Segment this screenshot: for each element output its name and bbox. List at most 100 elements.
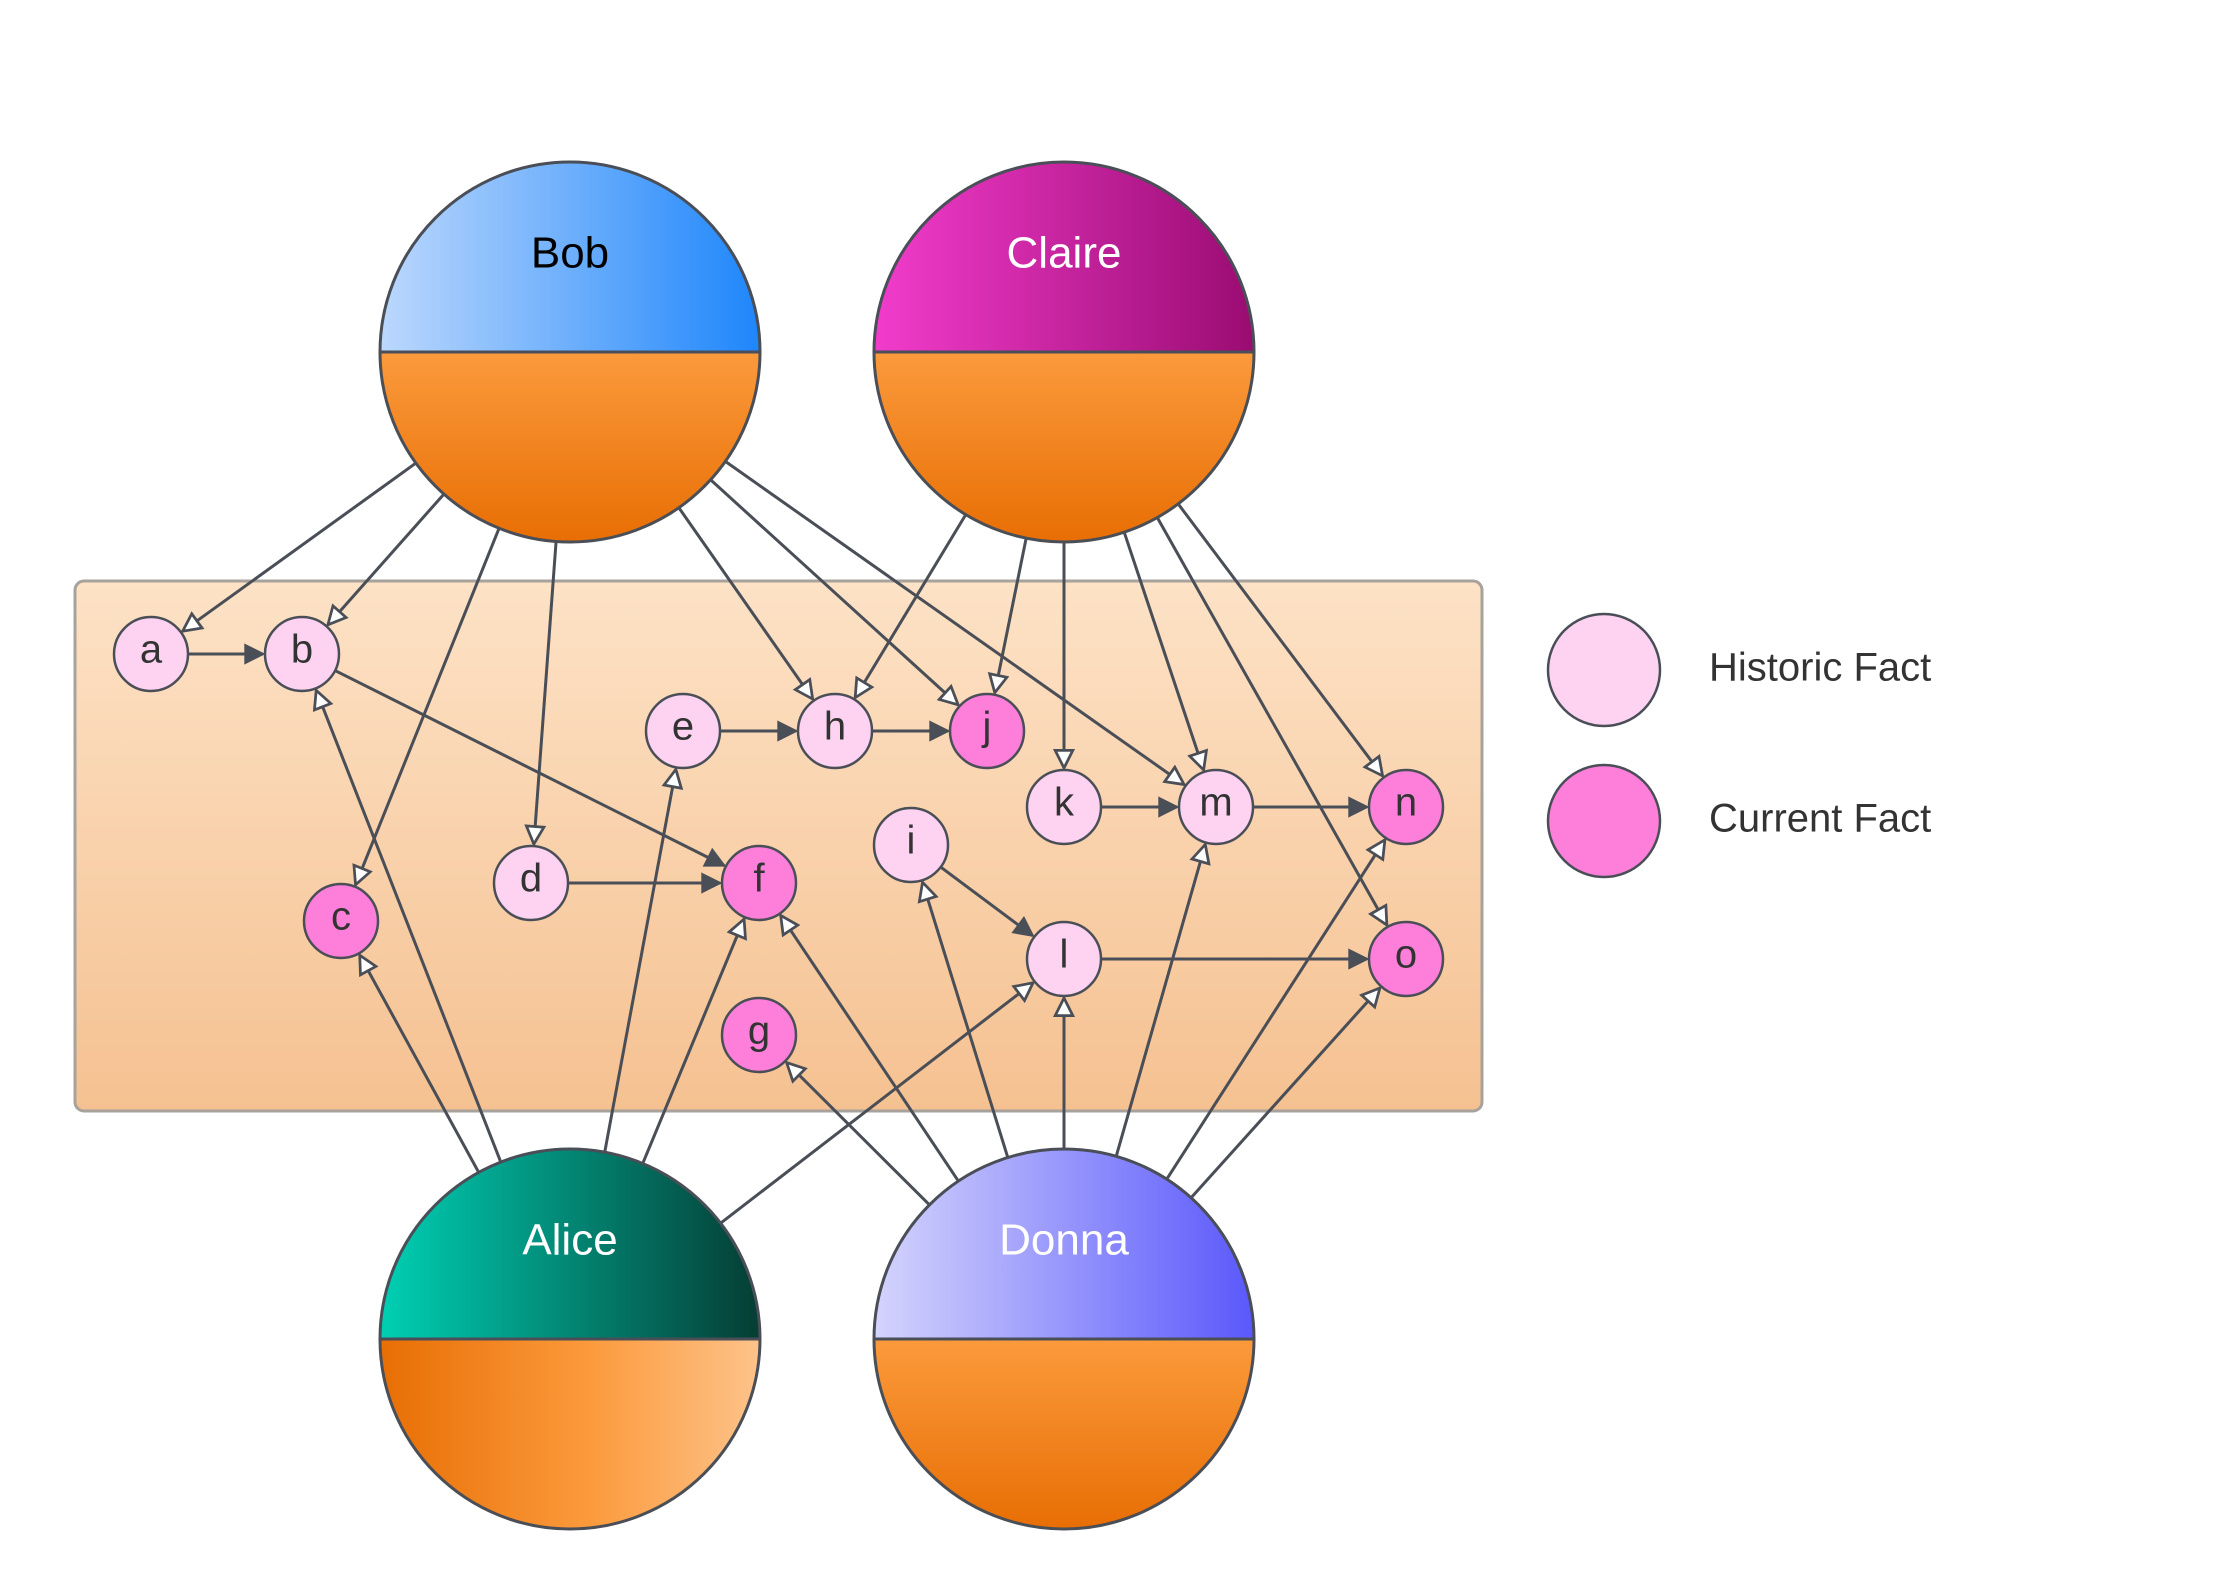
edge-bob-to-h [677,506,813,699]
fact-node-i-label: i [907,819,916,863]
fact-node-m-circle [1177,768,1255,846]
fact-node-j: j [948,692,1026,770]
agent-donna-label: Donna [999,1216,1129,1265]
fact-node-m-label: m [1199,781,1232,825]
edge-alice-to-b [316,690,503,1163]
fact-node-j-label: j [982,705,992,749]
fact-node-f-circle [720,844,798,922]
agent-claire: Claire [872,160,1256,544]
agent-donna-outline [872,1147,1256,1531]
edge-bob-to-m [724,460,1184,784]
fact-node-i-circle [872,806,950,884]
edge-alice-to-l [719,983,1033,1225]
edge-claire-to-o [1155,516,1387,925]
edge-claire-to-h [855,513,968,698]
fact-node-g: g [720,996,798,1074]
fact-node-o-label: o [1395,933,1417,977]
fact-node-n-circle [1367,768,1445,846]
fact-node-l: l [1025,920,1103,998]
agent-donna: Donna [872,1147,1256,1531]
fact-node-l-label: l [1060,933,1069,977]
edge-bob-to-a [183,461,417,631]
fact-node-k: k [1025,768,1103,846]
agent-alice-top-half [380,1149,760,1339]
edge-claire-to-j [995,537,1028,693]
fact-node-a: a [112,615,190,693]
fact-node-c-label: c [331,895,351,939]
legend-label-historic: Historic Fact [1709,646,1931,690]
agent-alice-label: Alice [522,1216,617,1265]
fact-node-k-circle [1025,768,1103,846]
fact-node-h-label: h [824,705,846,749]
fact-node-n: n [1367,768,1445,846]
fact-node-a-circle [112,615,190,693]
edge-bob-to-c [356,527,501,885]
agent-claire-bottom-half [874,352,1254,542]
fact-node-f: f [720,844,798,922]
fact-node-d-circle [492,844,570,922]
fact-node-m: m [1177,768,1255,846]
fact-node-h-circle [796,692,874,770]
agent-bob-outline [378,160,762,544]
edges-layer [183,460,1387,1225]
edge-b-to-f [334,669,724,867]
fact-node-d: d [492,844,570,922]
agent-donna-bottom-half [874,1339,1254,1529]
fact-node-e: e [644,692,722,770]
edge-alice-to-e [603,769,676,1153]
edge-donna-to-i [923,882,1010,1158]
fact-node-b-label: b [291,628,313,672]
fact-node-i: i [872,806,950,884]
legend-item-current: Current Fact [1546,763,1931,879]
fact-node-b-circle [263,615,341,693]
fact-node-d-label: d [520,857,542,901]
edge-donna-to-g [787,1063,931,1206]
fact-node-o: o [1367,920,1445,998]
fact-node-e-circle [644,692,722,770]
legend-item-historic: Historic Fact [1546,612,1931,728]
fact-node-g-circle [720,996,798,1074]
agent-bob-bottom-half [380,352,760,542]
agent-donna-top-half [874,1149,1254,1339]
edge-alice-to-c [360,955,481,1174]
fact-node-f-label: f [753,857,765,901]
edge-claire-to-n [1176,502,1382,776]
legend-swatch-historic [1546,612,1662,728]
edge-i-to-l [939,865,1033,936]
fact-node-c-circle [302,882,380,960]
legend-label-current: Current Fact [1709,797,1931,841]
fact-node-l-circle [1025,920,1103,998]
fact-node-c: c [302,882,380,960]
fact-node-o-circle [1367,920,1445,998]
fact-node-b: b [263,615,341,693]
fact-region [73,579,1484,1113]
fact-node-j-circle [948,692,1026,770]
edge-bob-to-d [534,541,558,844]
edge-claire-to-m [1122,531,1203,770]
edge-donna-to-o [1189,988,1380,1199]
fact-node-n-label: n [1395,781,1417,825]
agent-claire-outline [872,160,1256,544]
fact-node-k-label: k [1054,781,1075,825]
agent-alice-outline [378,1147,762,1531]
agent-claire-label: Claire [1007,229,1122,278]
fact-node-h: h [796,692,874,770]
edge-donna-to-n [1165,840,1385,1180]
legend-swatch-current [1546,763,1662,879]
agent-alice: Alice [378,1147,762,1531]
facts-layer: a b c d e f g h i j k l m n o [112,615,1445,1074]
edge-bob-to-b [328,493,446,625]
fact-node-g-label: g [748,1009,770,1053]
fact-node-e-label: e [672,705,694,749]
agent-alice-bottom-half [380,1339,760,1529]
edge-alice-to-f [641,919,744,1165]
agent-claire-top-half [874,162,1254,352]
agent-bob-label: Bob [531,229,609,278]
fact-node-a-label: a [140,628,163,672]
edge-donna-to-m [1114,844,1205,1157]
edge-bob-to-j [709,478,959,705]
edge-donna-to-f [781,915,960,1182]
agent-bob-top-half [380,162,760,352]
